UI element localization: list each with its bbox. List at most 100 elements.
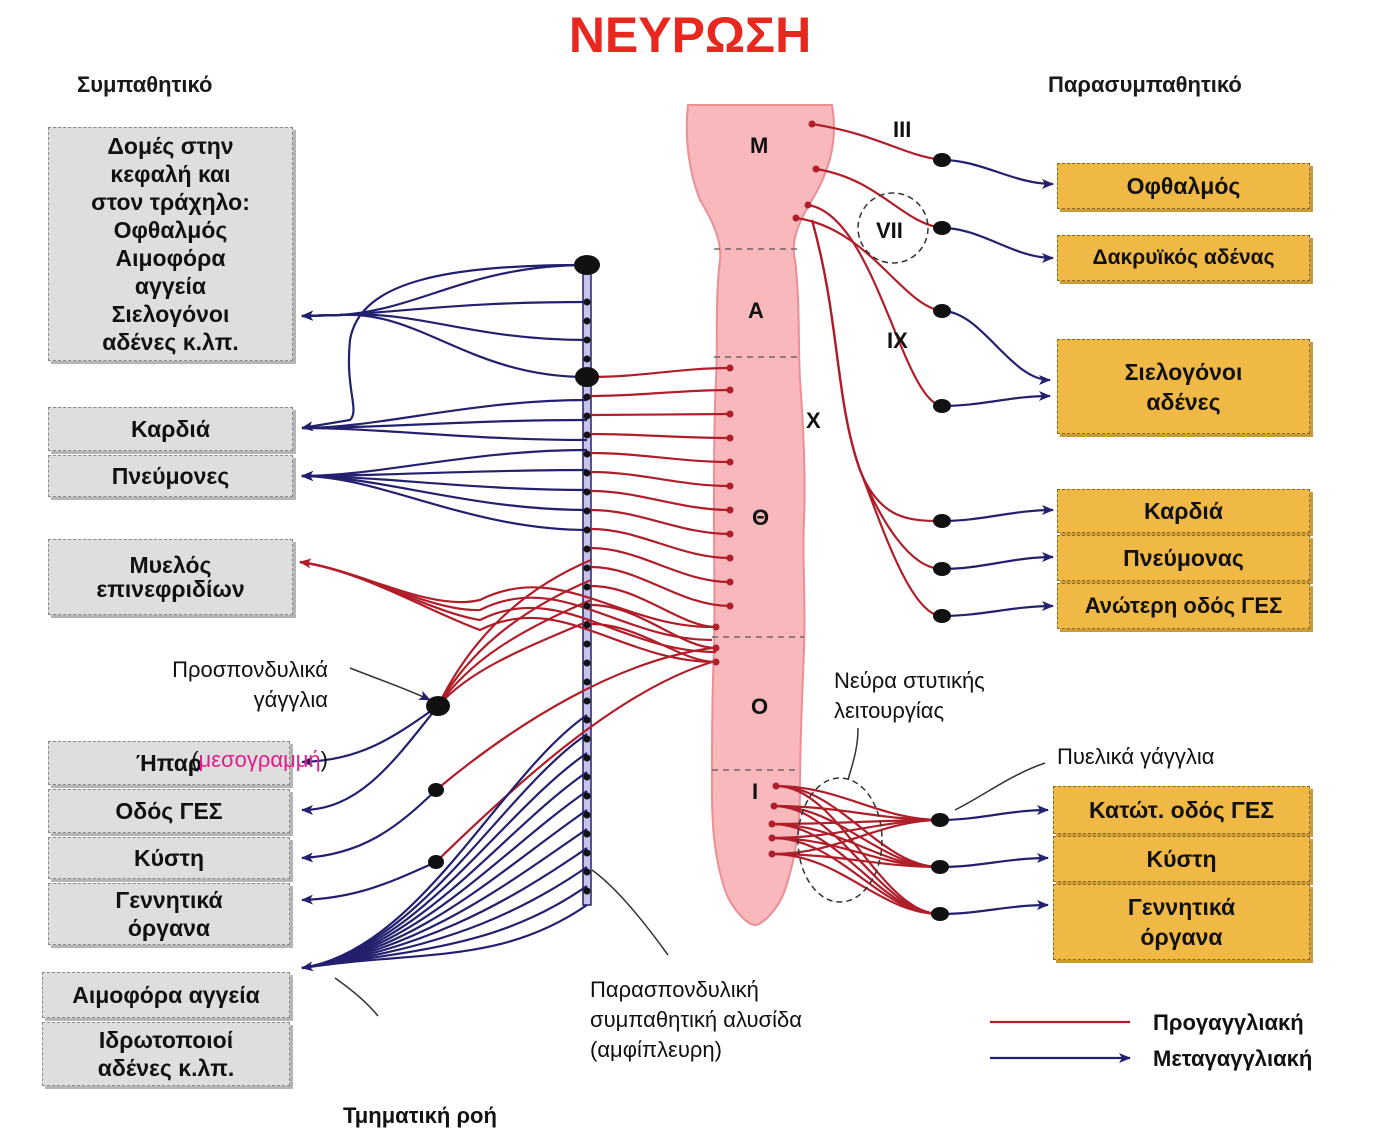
paren-open: ( — [191, 747, 199, 772]
cord-root-dot — [726, 482, 734, 490]
cord-root-dot — [726, 434, 734, 442]
chain-ganglion — [583, 678, 591, 686]
pelvic-ganglion — [931, 813, 949, 827]
para-target-lower-gi: Κατώτ. οδός ΓΕΣ — [1053, 786, 1310, 834]
preganglionic-fiber-adrenal — [299, 558, 713, 629]
parasympathetic-preganglionic — [811, 122, 943, 162]
preganglionic-fiber-chain — [590, 412, 731, 417]
superior-cervical-ganglion — [574, 255, 600, 275]
vagus-postganglionic — [941, 505, 1054, 523]
chain-ganglion — [583, 773, 591, 781]
para-target-lung: Πνεύμονας — [1057, 535, 1310, 581]
preganglionic-fiber-mesenteric — [435, 646, 713, 791]
ganglia — [426, 120, 951, 921]
para-target-upper-gi: Ανώτερη οδός ΓΕΣ — [1057, 583, 1310, 629]
paren-close: ) — [320, 747, 328, 772]
preganglionic-fiber-celiac — [437, 558, 592, 707]
chain-ganglion — [583, 716, 591, 724]
symp-target-gi-tract: Οδός ΓΕΣ — [48, 789, 290, 833]
cord-root-dot — [726, 410, 734, 418]
postganglionic-head — [301, 310, 588, 342]
chain-ganglion — [583, 792, 591, 800]
preganglionic-fiber-chain — [590, 451, 731, 464]
chain-ganglion — [583, 735, 591, 743]
cord-root-dot — [726, 602, 734, 610]
vagus-postganglionic — [941, 601, 1054, 618]
symp-target-sweat-glands: Ιδρωτοποιοί αδένες κ.λπ. — [42, 1022, 290, 1086]
pelvic-ganglia-label: Πυελικά γάγγλια — [1057, 744, 1215, 769]
parasympathetic-preganglionic — [807, 203, 943, 408]
erectile-nerves-label: Νεύρα στυτικής λειτουργίας — [834, 668, 985, 723]
preganglionic-fiber-chain — [590, 565, 731, 608]
preganglionic-fiber-adrenal — [299, 560, 717, 664]
cord-root-dot — [712, 623, 720, 631]
sacral-root-dot — [768, 834, 776, 842]
preganglionic-fiber-celiac — [437, 598, 592, 707]
chain-ganglion — [583, 317, 591, 325]
erectile-nerves-outline — [797, 777, 883, 903]
vagus-postganglionic — [941, 552, 1054, 571]
para-target-genitals: Γεννητικά όργανα — [1053, 884, 1310, 960]
paravertebral-chain-label: Παρασπονδυλική συμπαθητική αλυσίδα (αμφί… — [590, 977, 802, 1062]
pointer-pelvic — [954, 762, 1046, 811]
parasympathetic-postganglionic — [941, 158, 1054, 189]
segment-dividers — [712, 248, 804, 771]
brainstem-nucleus-dot — [804, 201, 812, 209]
cord-root-dot — [726, 578, 734, 586]
preganglionic-fiber-chain — [590, 527, 731, 560]
symp-target-bladder: Κύστη — [48, 837, 290, 879]
postganglionic-gi — [301, 705, 439, 815]
cord-root-dot — [712, 658, 720, 666]
sacral-postganglionic — [939, 853, 1049, 869]
pelvic-ganglion — [931, 860, 949, 874]
sacral-root-dot — [770, 802, 778, 810]
preganglionic-fiber-celiac — [437, 578, 592, 707]
para-target-bladder: Κύστη — [1053, 836, 1310, 882]
postganglionic-head — [301, 263, 588, 321]
chain-ganglion — [583, 640, 591, 648]
parasympathetic-postganglionic — [941, 309, 1051, 385]
preganglionic-fiber-adrenal — [299, 560, 717, 654]
pointer-lines — [334, 667, 1046, 1017]
postganglionic-fibers — [301, 158, 1054, 972]
preganglionic-fiber-chain — [590, 546, 731, 584]
cranial-nerve-ix: IX — [887, 328, 908, 353]
sacral-preganglionic — [771, 852, 941, 869]
segmental-outflow-label: Τμηματική ροή — [343, 1103, 497, 1128]
parasympathetic-ganglion — [933, 304, 951, 318]
segment-label-th: Θ — [752, 505, 770, 530]
chain-ganglion — [583, 887, 591, 895]
brainstem-nucleus-dot — [808, 120, 816, 128]
chain-ganglion — [583, 602, 591, 610]
chain-ganglion — [583, 431, 591, 439]
para-target-lacrimal-gland: Δακρυϊκός αδένας — [1057, 235, 1310, 281]
preganglionic-fiber-chain — [590, 603, 717, 650]
sacral-preganglionic — [771, 818, 941, 856]
cranial-nerve-iii: III — [893, 117, 912, 142]
preganglionic-fiber-celiac — [437, 618, 592, 707]
postganglionic-genitals — [301, 860, 437, 905]
chain-ganglion — [583, 830, 591, 838]
cranial-nerve-x: X — [806, 408, 821, 433]
parasympathetic-postganglionic — [941, 226, 1054, 263]
legend-postganglionic: Μεταγαγγλιακή — [1153, 1046, 1313, 1071]
vagal-ganglion — [933, 609, 951, 623]
sacral-root-dot — [772, 782, 780, 790]
sacral-postganglionic — [939, 805, 1049, 822]
para-target-salivary-glands: Σιελογόνοι αδένες — [1057, 339, 1310, 434]
mesenteric-ganglion — [428, 783, 444, 797]
header-sympathetic: Συμπαθητικό — [77, 72, 213, 97]
para-target-heart: Καρδιά — [1057, 489, 1310, 533]
segment-label-i: Ι — [752, 779, 759, 804]
brainstem-nucleus-dot — [792, 214, 800, 222]
preganglionic-fiber-chain — [590, 508, 731, 536]
vagal-ganglion — [933, 514, 951, 528]
cord-root-dot — [712, 644, 720, 652]
header-parasympathetic: Παρασυμπαθητικό — [1048, 72, 1242, 97]
vagal-ganglion — [933, 562, 951, 576]
vagus-preganglionic — [810, 219, 943, 523]
celiac-ganglion — [426, 696, 450, 716]
segment-label-o: Ο — [751, 694, 769, 719]
